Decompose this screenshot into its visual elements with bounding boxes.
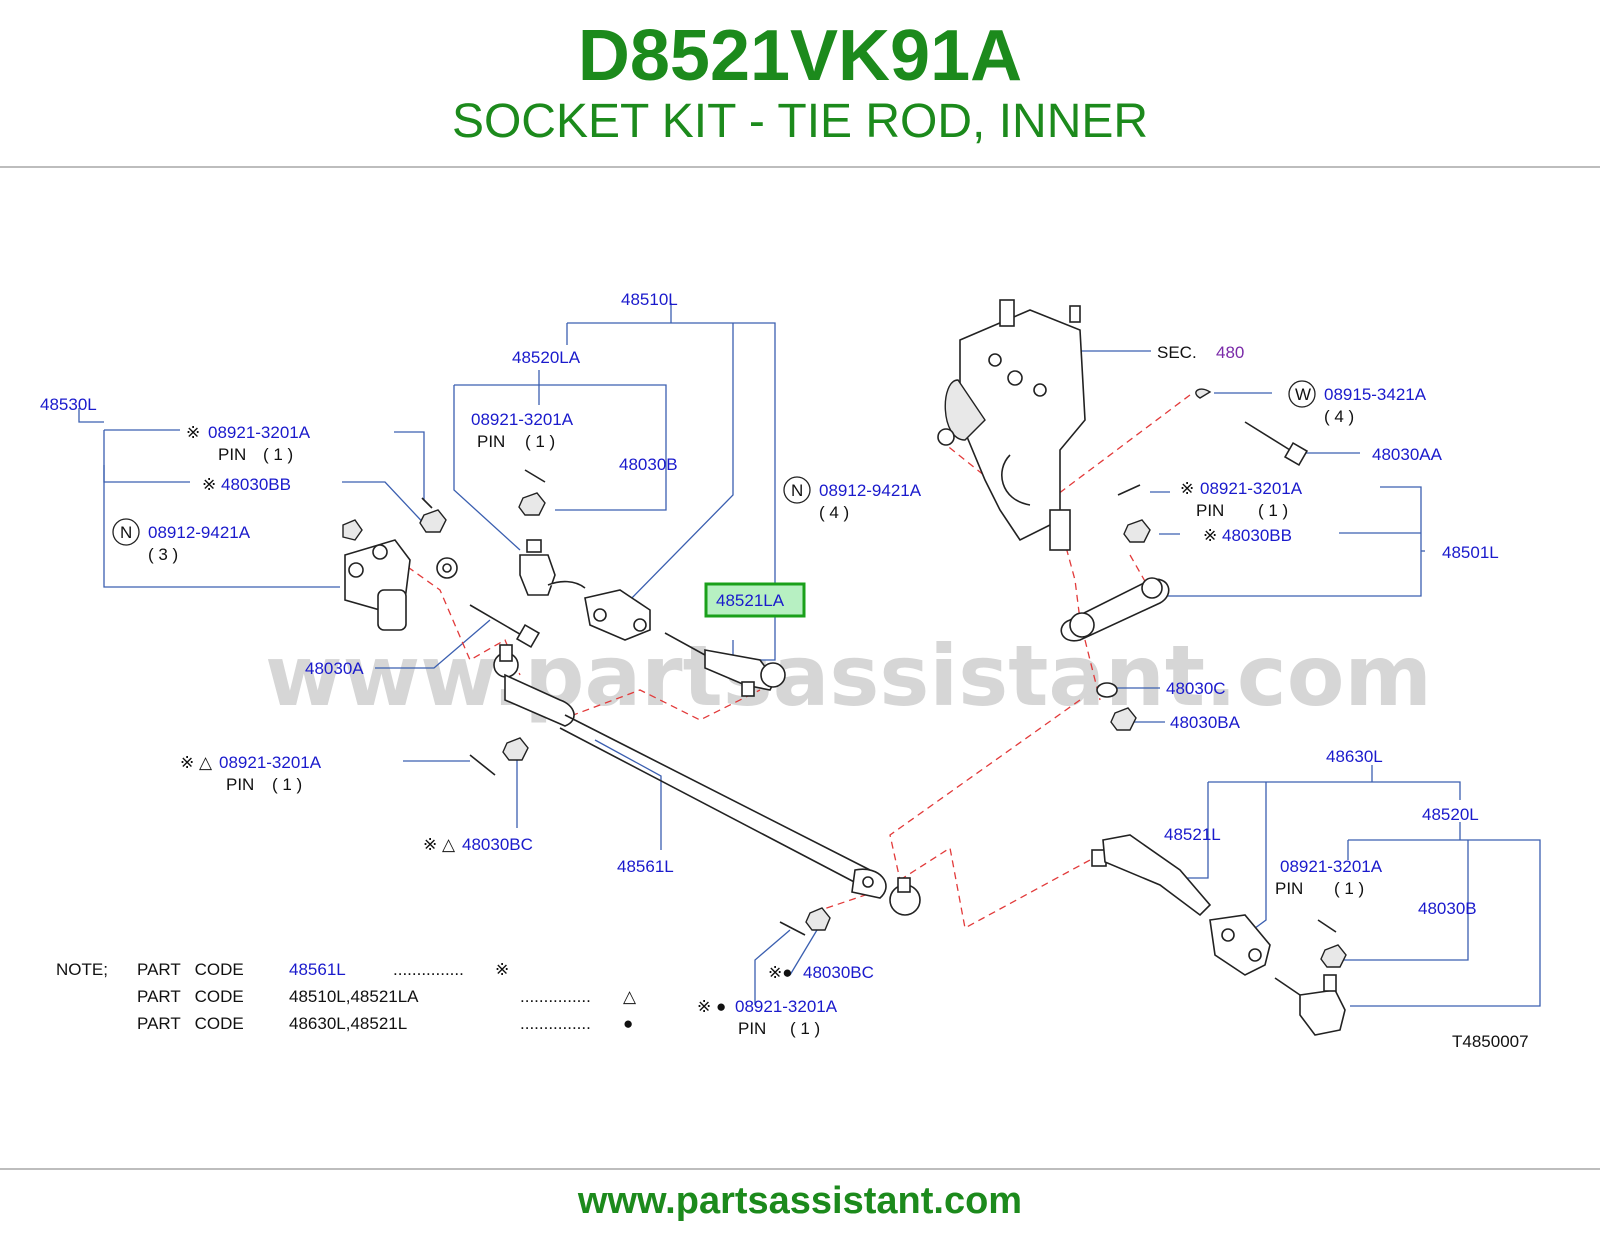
label-48030C: 48030C [1166, 679, 1226, 698]
label-08912-9421A: 08912-9421A [148, 523, 251, 542]
pin-label: PIN [218, 445, 246, 464]
note-row-value: 48561L [289, 960, 346, 979]
footer-divider [0, 1168, 1600, 1170]
label-48630L: 48630L [1326, 747, 1383, 766]
label-48030B: 48030B [1418, 899, 1477, 918]
label-48510L: 48510L [621, 290, 678, 309]
label-48521LA-highlighted: 48521LA [716, 591, 785, 610]
note-row-dots: ............... [520, 1014, 591, 1033]
note-title: NOTE; [56, 960, 108, 979]
w-circle-letter: W [1295, 385, 1311, 404]
pin-label: PIN [226, 775, 254, 794]
qty-label: ( 4 ) [819, 503, 849, 522]
part-callouts: 48510L 48520LA 48530L ※ 08921-3201A PIN … [40, 290, 1529, 1051]
outer-socket-kit-48630L [1091, 834, 1347, 1036]
label-08921-3201A: 08921-3201A [1280, 857, 1383, 876]
label-48530L: 48530L [40, 395, 97, 414]
qty-label: ( 1 ) [272, 775, 302, 794]
label-08921-3201A: 08921-3201A [1200, 479, 1303, 498]
n-circle-icon [783, 476, 811, 504]
part-description-subtitle: SOCKET KIT - TIE ROD, INNER [451, 95, 1149, 148]
header-divider [0, 166, 1600, 168]
label-48030BB: 48030BB [221, 475, 291, 494]
idler-arm-assembly [342, 497, 541, 649]
qty-label: ( 1 ) [525, 432, 555, 451]
label-08915-3421A: 08915-3421A [1324, 385, 1427, 404]
pin-label: PIN [1196, 501, 1224, 520]
note-row-mark: ※ [495, 960, 509, 979]
label-48030B: 48030B [619, 455, 678, 474]
sec-number-link[interactable]: 480 [1216, 343, 1244, 362]
label-08921-3201A: 08921-3201A [735, 997, 838, 1016]
label-08921-3201A: 08921-3201A [471, 410, 574, 429]
note-row-value: 48630L,48521L [289, 1014, 407, 1033]
ref-mark: ※ [202, 475, 216, 494]
steering-gear-box [944, 299, 1086, 551]
label-48030BB: 48030BB [1222, 526, 1292, 545]
qty-label: ( 4 ) [1324, 407, 1354, 426]
n-circle-icon [112, 518, 140, 546]
note-row-dots: ............... [520, 987, 591, 1006]
watermark-text: www.partsassistant.com [265, 627, 1432, 725]
qty-label: ( 3 ) [148, 545, 178, 564]
ref-mark-dot: ※● [768, 963, 793, 982]
w-circle-icon [1288, 380, 1316, 408]
label-48030BA: 48030BA [1170, 713, 1241, 732]
label-48030BC: 48030BC [462, 835, 533, 854]
page-header: D8521VK91A SOCKET KIT - TIE ROD, INNER [0, 0, 1600, 168]
label-08921-3201A: 08921-3201A [219, 753, 322, 772]
label-48521L: 48521L [1164, 825, 1221, 844]
label-48030BC: 48030BC [803, 963, 874, 982]
pin-label: PIN [738, 1019, 766, 1038]
note-block: NOTE; PART CODE 48561L ............... ※… [56, 960, 637, 1033]
qty-label: ( 1 ) [790, 1019, 820, 1038]
note-row-label: PART CODE [137, 960, 244, 979]
qty-label: ( 1 ) [1334, 879, 1364, 898]
label-48501L: 48501L [1442, 543, 1499, 562]
highlight-box [704, 582, 806, 618]
relay-rod-48561L [469, 644, 921, 936]
label-08912-9421A: 08912-9421A [819, 481, 922, 500]
pitman-arm-48501L [937, 388, 1309, 731]
label-48030A: 48030A [305, 659, 364, 678]
note-row-value: 48510L,48521LA [289, 987, 419, 1006]
ref-mark: ※ [186, 423, 200, 442]
label-08921-3201A: 08921-3201A [208, 423, 311, 442]
label-48030AA: 48030AA [1372, 445, 1443, 464]
ref-mark-triangle: ※ △ [180, 753, 213, 772]
note-row-label: PART CODE [137, 987, 244, 1006]
note-row-mark: △ [623, 987, 637, 1006]
note-row-dots: ............... [393, 960, 464, 979]
part-number-title: D8521VK91A [577, 16, 1023, 96]
ref-mark-triangle: ※ △ [423, 835, 456, 854]
label-48520LA: 48520LA [512, 348, 581, 367]
figure-code: T4850007 [1452, 1032, 1529, 1051]
qty-label: ( 1 ) [263, 445, 293, 464]
ref-mark: ※ [1203, 526, 1217, 545]
sec-label: SEC. [1157, 343, 1197, 362]
pin-label: PIN [477, 432, 505, 451]
label-48561L: 48561L [617, 857, 674, 876]
note-row-label: PART CODE [137, 1014, 244, 1033]
ref-mark-dot: ※ ● [697, 997, 726, 1016]
qty-label: ( 1 ) [1258, 501, 1288, 520]
pin-label: PIN [1275, 879, 1303, 898]
n-circle-letter: N [120, 523, 132, 542]
label-48520L: 48520L [1422, 805, 1479, 824]
note-row-mark: ● [623, 1014, 633, 1033]
inner-socket-kit-48520LA [518, 469, 786, 697]
ref-mark: ※ [1180, 479, 1194, 498]
n-circle-letter: N [791, 481, 803, 500]
footer-website-link[interactable]: www.partsassistant.com [577, 1180, 1023, 1222]
